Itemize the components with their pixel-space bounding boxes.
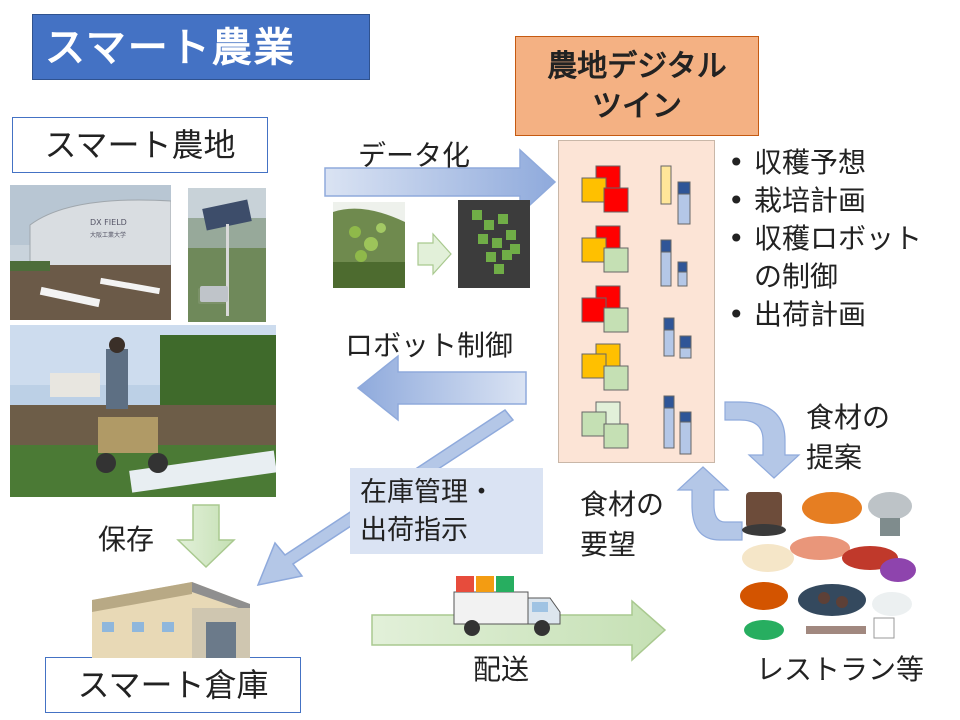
- smart-farm-label: スマート農地: [12, 117, 268, 173]
- conversion-arrow: [417, 232, 452, 276]
- storage-arrow: [176, 504, 236, 569]
- tomato-detection-photo: [458, 200, 530, 288]
- robot-control-arrow: [356, 354, 527, 422]
- robot-control-label: ロボット制御: [345, 329, 514, 362]
- request-label-2: 要望: [580, 528, 637, 561]
- digital-twin-box: 農地デジタル ツイン: [515, 36, 759, 136]
- bullet-harvest-robot: 収穫ロボット: [728, 220, 922, 258]
- request-label-1: 食材の: [580, 488, 665, 521]
- farm-robot-photo: [10, 325, 276, 497]
- bullet-shipping-plan: 出荷計画: [728, 296, 922, 334]
- sensor-photo: [188, 188, 266, 322]
- delivery-arrow: [371, 599, 667, 662]
- request-arrow: [676, 466, 743, 541]
- warehouse-illustration: [92, 582, 250, 658]
- dx-field-facility-photo: DX FIELD 大阪工業大学: [10, 185, 171, 320]
- dx-field-sign-university: 大阪工業大学: [90, 231, 126, 239]
- dx-field-sign-brand: DX FIELD: [90, 218, 127, 227]
- restaurant-label: レストラン等: [756, 653, 925, 686]
- bullet-cultivation-plan: 栽培計画: [728, 182, 922, 220]
- digital-twin-line2: ツイン: [592, 89, 682, 124]
- delivery-label: 配送: [473, 653, 530, 686]
- datafication-label: データ化: [358, 139, 471, 172]
- datafication-arrow: [324, 148, 557, 216]
- inventory-instruction-box: 在庫管理・ 出荷指示: [350, 468, 543, 554]
- bullet-robot-control-cont: の制御: [754, 260, 839, 293]
- inventory-line1: 在庫管理・: [360, 477, 495, 508]
- bullet-harvest-forecast: 収穫予想: [728, 144, 922, 182]
- smart-warehouse-label: スマート倉庫: [45, 657, 301, 713]
- proposal-label-1: 食材の: [806, 401, 891, 434]
- digital-twin-line1: 農地デジタル: [547, 49, 727, 84]
- twin-function-list: 収穫予想 栽培計画 収穫ロボット の制御 出荷計画: [728, 144, 922, 334]
- digital-twin-visual: [581, 165, 692, 455]
- proposal-arrow: [724, 401, 801, 479]
- delivery-truck-illustration: [453, 576, 561, 636]
- inventory-line2: 出荷指示: [360, 515, 468, 546]
- tomato-plant-photo: [333, 202, 405, 288]
- proposal-label-2: 提案: [806, 441, 863, 474]
- restaurant-food-illustration: [740, 492, 916, 640]
- storage-label: 保存: [98, 523, 155, 556]
- page-title: スマート農業: [32, 14, 370, 80]
